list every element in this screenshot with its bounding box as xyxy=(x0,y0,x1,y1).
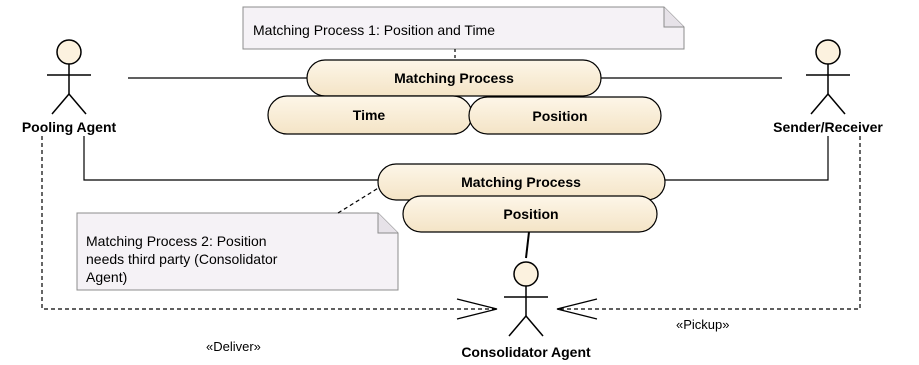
use-case-position-bottom-label: Position xyxy=(503,206,558,222)
note-position-and-time: Matching Process 1: Position and Time xyxy=(242,6,685,50)
association-sender-to-bottom-process xyxy=(664,136,829,181)
use-case-time[interactable]: Time xyxy=(267,95,473,135)
pickup-dependency-line xyxy=(557,136,861,310)
actor-consolidator-agent-label: Consolidator Agent xyxy=(461,344,591,360)
actor-consolidator-agent-head xyxy=(513,261,539,287)
note2-anchor-line xyxy=(337,186,381,214)
actor-pooling-agent-label: Pooling Agent xyxy=(22,119,117,135)
pickup-arrowhead xyxy=(556,298,598,320)
pickup-stereotype-label: «Pickup» xyxy=(676,317,729,332)
association-pooling-to-bottom-process xyxy=(83,136,378,181)
deliver-arrowhead xyxy=(456,298,498,320)
use-case-matching-process-bottom-label: Matching Process xyxy=(461,174,581,190)
deliver-dependency-line xyxy=(41,136,497,310)
use-case-position-bottom[interactable]: Position xyxy=(402,195,658,233)
note-position-third-party-line2: needs third party (Consolidator xyxy=(86,251,278,267)
actor-consolidator-agent[interactable]: Consolidator Agent xyxy=(461,261,591,360)
actor-sender-receiver-head xyxy=(815,39,841,65)
deliver-stereotype-label: «Deliver» xyxy=(206,339,261,354)
actor-sender-receiver[interactable]: Sender/Receiver xyxy=(773,39,883,135)
note-position-third-party: Matching Process 2: Position needs third… xyxy=(76,212,399,291)
association-position-to-consolidator xyxy=(525,231,530,259)
actor-pooling-agent[interactable]: Pooling Agent xyxy=(22,39,117,135)
note-position-third-party-line3: Agent) xyxy=(86,269,127,285)
use-case-position-top[interactable]: Position xyxy=(468,96,662,135)
use-case-matching-process-top[interactable]: Matching Process xyxy=(306,59,602,97)
actor-sender-receiver-label: Sender/Receiver xyxy=(773,119,883,135)
use-case-matching-process-bottom[interactable]: Matching Process xyxy=(377,163,666,201)
note-position-and-time-text: Matching Process 1: Position and Time xyxy=(253,22,495,38)
use-case-matching-process-top-label: Matching Process xyxy=(394,70,514,86)
actor-pooling-agent-head xyxy=(56,39,82,65)
note-position-third-party-line1: Matching Process 2: Position xyxy=(86,233,267,249)
use-case-time-label: Time xyxy=(353,107,386,123)
use-case-position-top-label: Position xyxy=(532,108,587,124)
